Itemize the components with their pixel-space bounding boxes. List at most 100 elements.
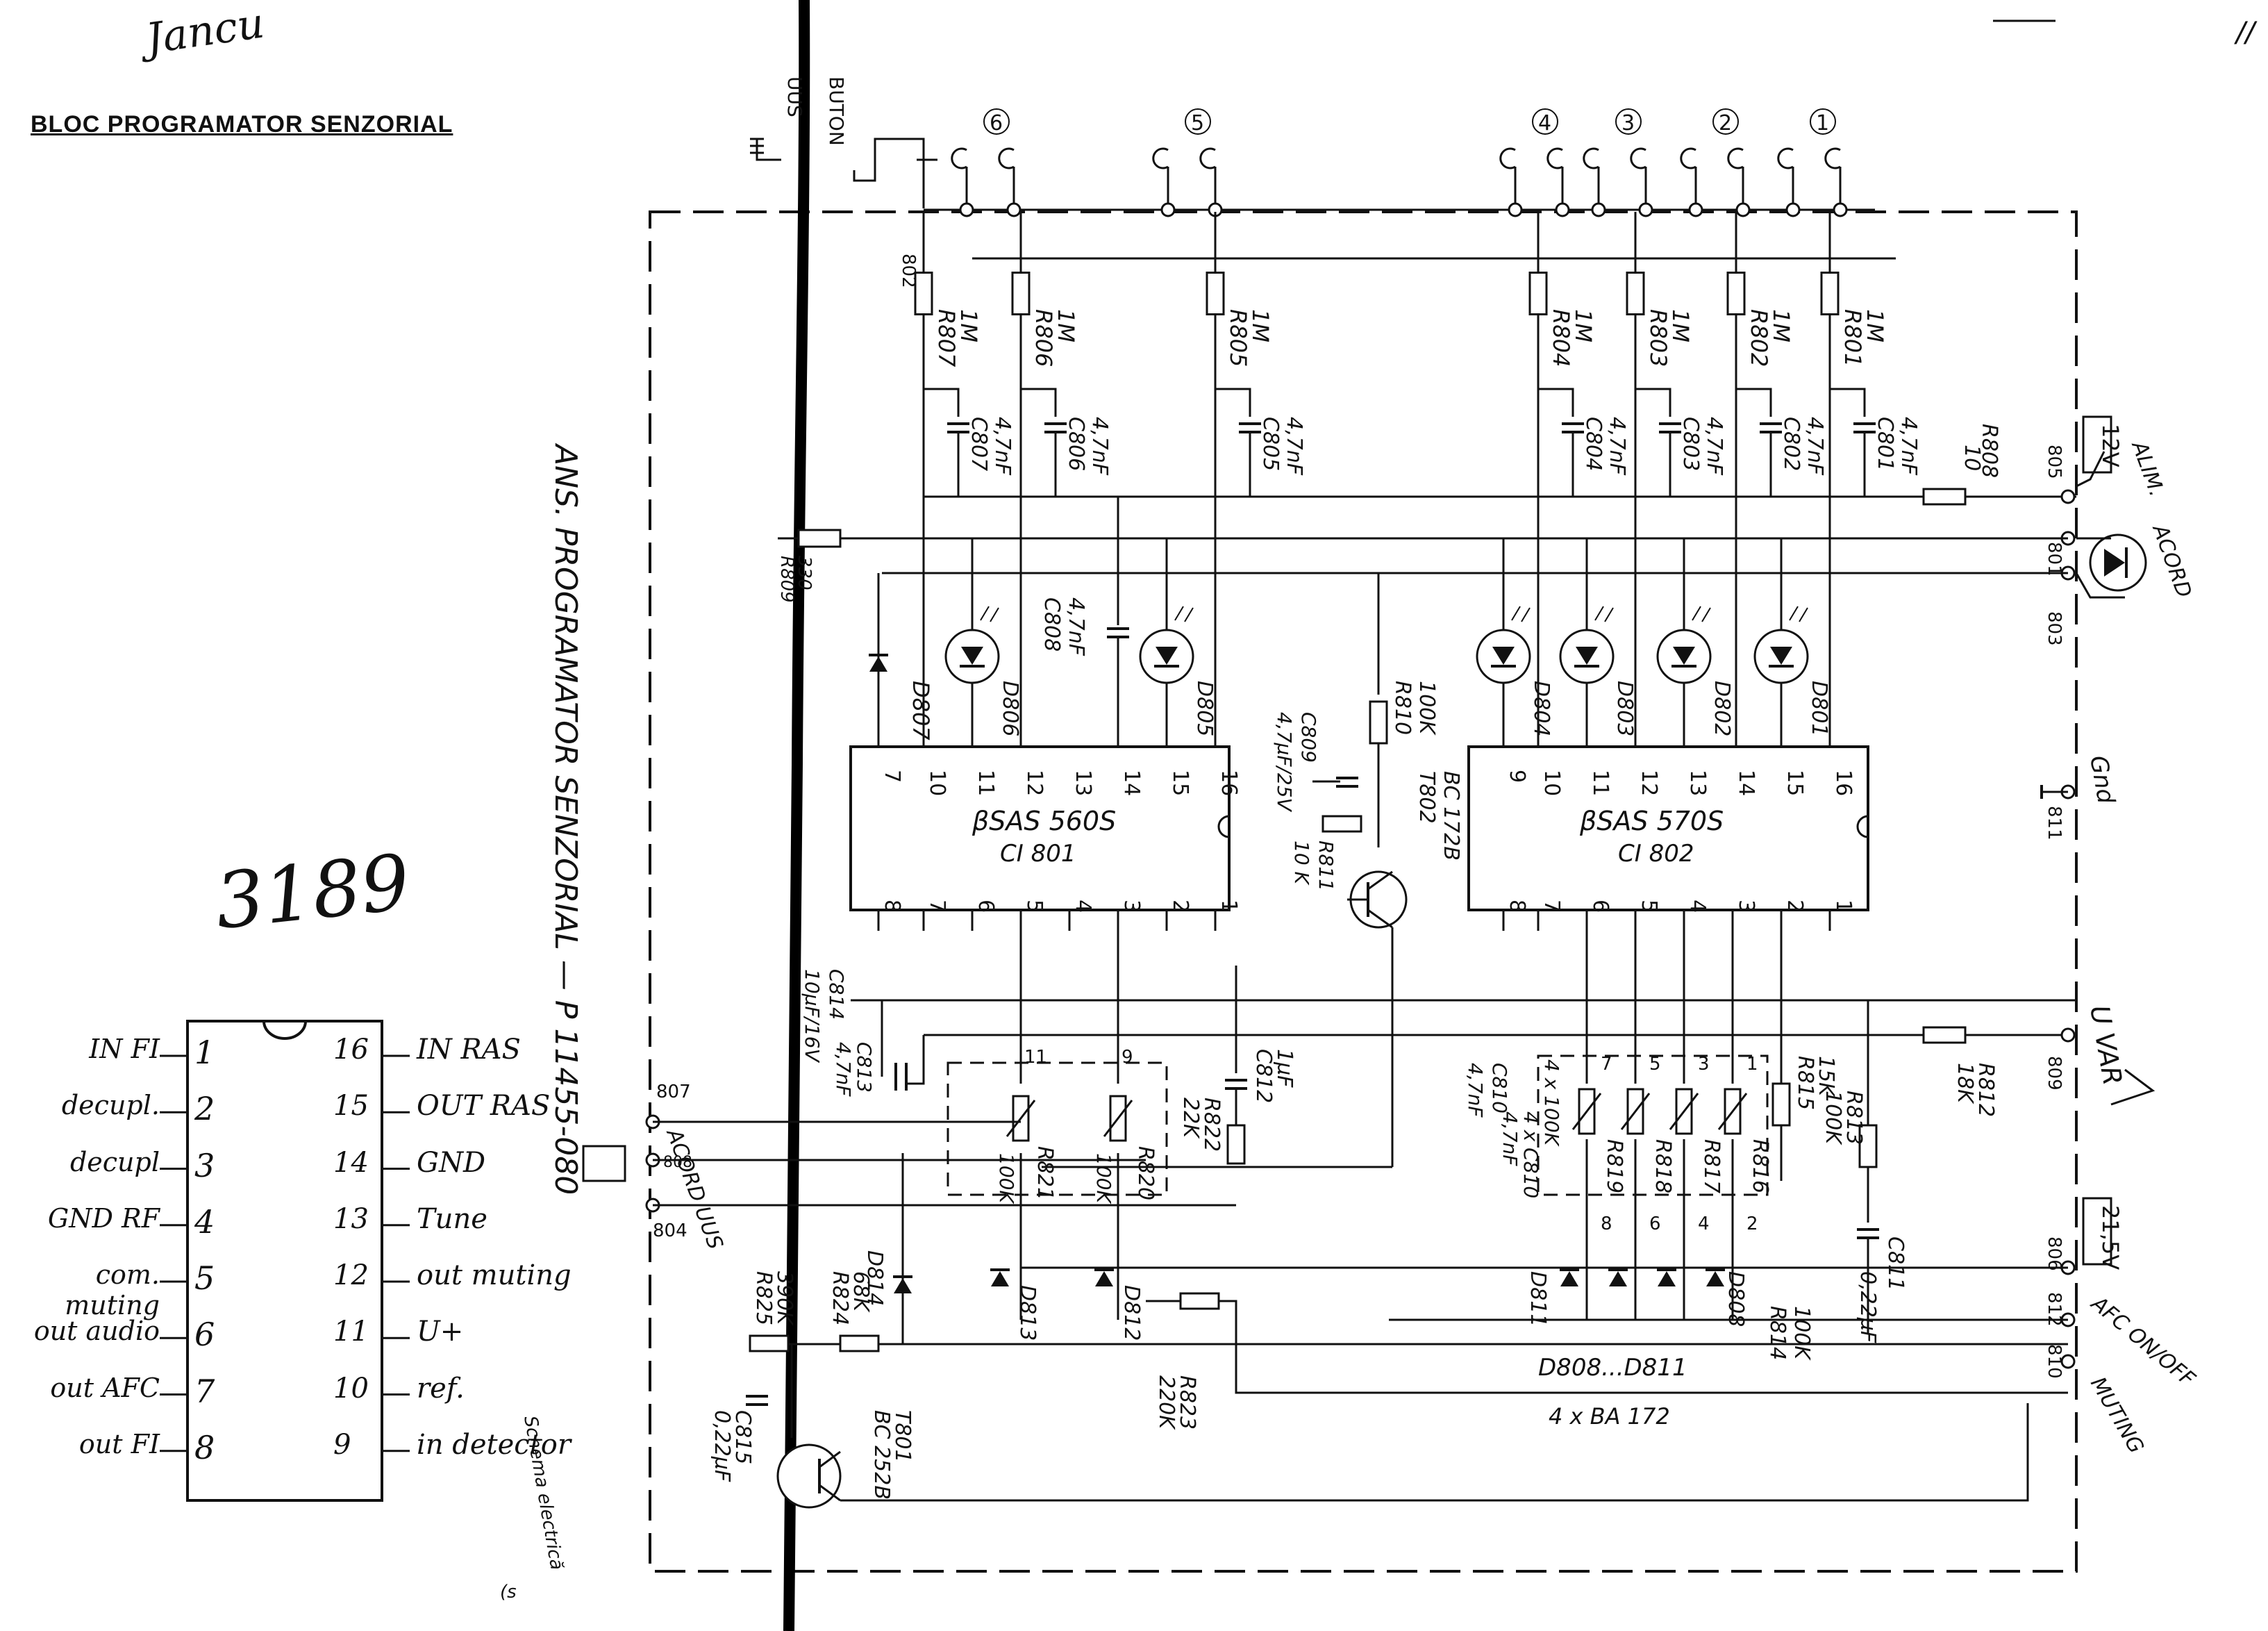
resistor-R823	[1179, 1292, 1220, 1310]
touch-pad	[998, 147, 1015, 169]
r808-value: 10	[1960, 445, 1984, 471]
pot-group-box-right	[1537, 1054, 1769, 1196]
terminal	[1508, 202, 1523, 217]
pinout-right-label: out muting	[417, 1259, 572, 1291]
wire	[819, 1450, 841, 1468]
pot-group-box	[947, 1061, 1168, 1196]
page-title: BLOC PROGRAMATOR SENZORIAL	[31, 111, 453, 138]
c810-value: 4,7nF	[1464, 1063, 1487, 1118]
wire	[1717, 1093, 1748, 1130]
r822-value: 22K	[1178, 1098, 1203, 1139]
muting-label: MUTING	[2085, 1373, 2149, 1458]
resistor-R801	[1820, 272, 1840, 315]
r812-value: 18K	[1953, 1063, 1977, 1104]
touch-pad	[1680, 147, 1696, 169]
ci802-pin: 2	[1783, 900, 1807, 913]
touch-pad	[1777, 147, 1794, 169]
wire	[1620, 1093, 1651, 1130]
d808-label: D808	[1724, 1271, 1748, 1327]
wire	[2110, 1068, 2156, 1106]
wire	[1174, 606, 1184, 621]
terminal	[959, 202, 974, 217]
ci802-pin: 1	[1831, 900, 1856, 913]
pad-number: 2	[1719, 111, 1732, 135]
wire	[1215, 388, 1251, 417]
pinout-left-pin: 2	[194, 1090, 215, 1128]
transistor-T801	[776, 1443, 842, 1509]
terminal	[1833, 202, 1848, 217]
wire	[1367, 870, 1393, 891]
r824-label: R824	[828, 1271, 852, 1325]
ci802-name: βSAS 570S	[1579, 806, 1724, 836]
ci801-pin: 13	[1071, 770, 1095, 796]
r810-value: 100K	[1415, 681, 1439, 736]
ci802-pin: 7	[1540, 900, 1564, 913]
ci801-pin: 4	[1071, 900, 1095, 913]
c809-label: C809	[1297, 712, 1320, 763]
pad-number-ring	[983, 108, 1010, 135]
terminal-805	[2060, 489, 2076, 504]
pinout-left-pin: 7	[194, 1372, 215, 1410]
wire	[1184, 607, 1194, 622]
resistor-R804	[1528, 272, 1548, 315]
touch-pad	[1152, 147, 1169, 169]
diode-D8xx	[1706, 1271, 1724, 1286]
diode-label: D813	[1015, 1285, 1040, 1341]
ci801-name: βSAS 560S	[972, 806, 1116, 836]
ci802-ref: CI 802	[1618, 840, 1694, 868]
pinout-right-pin: 9	[333, 1428, 351, 1461]
pinout-left-label: out audio	[33, 1316, 160, 1347]
v12-label: 12V	[2097, 424, 2124, 467]
t802-label: T802	[1415, 771, 1439, 824]
pot-pin: 2	[1746, 1214, 1758, 1234]
wire	[906, 1035, 925, 1085]
t801-value: BC 252B	[869, 1410, 894, 1500]
wire	[1799, 607, 1808, 622]
pinout-left-pin: 5	[194, 1259, 215, 1297]
diode-D812	[1095, 1271, 1113, 1286]
v215-box	[2082, 1197, 2112, 1266]
led-label: D806	[998, 681, 1022, 736]
pinout-left-pin: 3	[194, 1146, 215, 1184]
terminal-809-label: 809	[2044, 1056, 2065, 1091]
resistor-ref: R806	[1031, 309, 1057, 367]
c815-label: C815	[731, 1410, 755, 1464]
pad-number-ring	[1810, 108, 1836, 135]
resistor-value: 1M	[1053, 309, 1079, 342]
terminal	[1591, 202, 1606, 217]
ci802-pin: 15	[1783, 770, 1807, 796]
touch-pad	[1546, 147, 1563, 169]
terminal	[1785, 202, 1801, 217]
footer-mark: (s	[500, 1582, 517, 1603]
ic-CI802	[1467, 745, 1869, 911]
touch-pad	[1199, 147, 1216, 169]
c808-label: C808	[1040, 597, 1064, 652]
r814-label: R814	[1765, 1306, 1790, 1360]
t802-value: BC 172B	[1439, 771, 1463, 861]
diode-D8xx	[1658, 1271, 1676, 1286]
ci801-ref: CI 801	[1000, 840, 1076, 868]
ci801-pin: 16	[1217, 770, 1241, 796]
wire	[1594, 606, 1604, 621]
pinout-right-pin: 16	[333, 1034, 369, 1066]
r823-value: 220K	[1154, 1375, 1178, 1430]
touch-pad	[1499, 147, 1516, 169]
led-label: D804	[1529, 681, 1553, 736]
d807-label: D807	[908, 681, 934, 740]
resistor-R802	[1726, 272, 1746, 315]
ic-CI801	[849, 745, 1231, 911]
footer-note: Schema electrică	[519, 1414, 567, 1571]
c808-value: 4,7nF	[1064, 597, 1088, 656]
c810b-label: 4 x C810	[1519, 1111, 1542, 1198]
pots-count-label: 4 x 100K	[1540, 1059, 1563, 1148]
pinout-right-label: Tune	[417, 1202, 487, 1235]
r821-value: 100K	[995, 1153, 1018, 1204]
resistor-R822	[1226, 1124, 1246, 1165]
buton-label: BUTON	[825, 76, 848, 146]
terminal-812-label: 812	[2044, 1292, 2065, 1327]
pinout-left-label: GND RF	[47, 1202, 160, 1234]
r808-label: R808	[1977, 424, 2001, 478]
c813-value: 4,7nF	[832, 1042, 855, 1097]
diode-range-label: D808...D811	[1538, 1354, 1687, 1382]
resistor-ref: R805	[1225, 309, 1251, 367]
